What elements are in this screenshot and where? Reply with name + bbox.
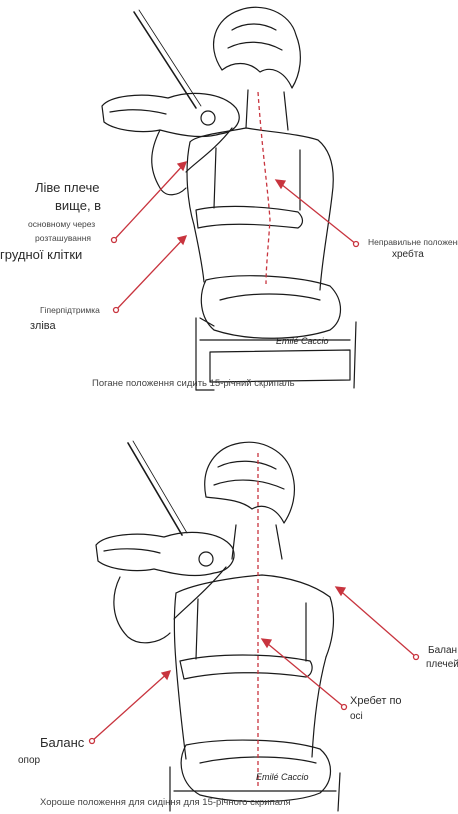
hair (205, 442, 295, 523)
hips (201, 276, 340, 339)
label-left-shoulder-1: Ліве плече (35, 180, 99, 195)
label-spine-2: осі (350, 711, 363, 722)
label-left-shoulder-3: основному через (28, 219, 95, 229)
spine-dashed-line (258, 92, 270, 284)
label-left-shoulder-5: грудної клітки (0, 247, 82, 262)
arrow-spine (276, 180, 356, 244)
label-support-2: зліва (30, 320, 56, 332)
label-left-shoulder-2: вище, в (55, 198, 101, 213)
label-shoulders-1: Балан (428, 645, 457, 656)
arrow-support (92, 671, 170, 741)
hair (214, 7, 301, 88)
good-posture-drawing (0, 407, 458, 814)
hips (181, 740, 330, 802)
label-spine-2: хребта (392, 249, 424, 260)
violin-bow (128, 443, 182, 535)
caption-bottom: Хороше положення для сидіння для 15-річн… (40, 797, 291, 808)
caption-top: Погане положення сидить 15-річний скрипа… (92, 378, 295, 389)
arrow-support (116, 236, 186, 310)
label-support-1: Баланс (40, 735, 84, 750)
bad-posture-figure: Ліве плече вище, в основному через розта… (0, 0, 458, 400)
label-shoulders-2: плечей (426, 659, 458, 670)
label-spine-1: Неправильне положення (368, 237, 458, 247)
label-left-shoulder-4: розташування (35, 233, 91, 243)
arrow-shoulders (336, 587, 416, 657)
signature-top: Emilé Caccio (276, 336, 329, 346)
arrow-left-shoulder (114, 162, 186, 240)
violin-body (96, 532, 234, 575)
label-support-2: опор (18, 755, 40, 766)
signature-bottom: Emilé Caccio (256, 772, 309, 782)
label-support-1: Гіперпідтримка (40, 305, 100, 315)
violin-body (102, 93, 239, 136)
good-posture-figure: Балан плечей Хребет по осі Баланс опор E… (0, 407, 458, 814)
torso-outline (176, 575, 333, 657)
label-spine-1: Хребет по (350, 695, 402, 707)
